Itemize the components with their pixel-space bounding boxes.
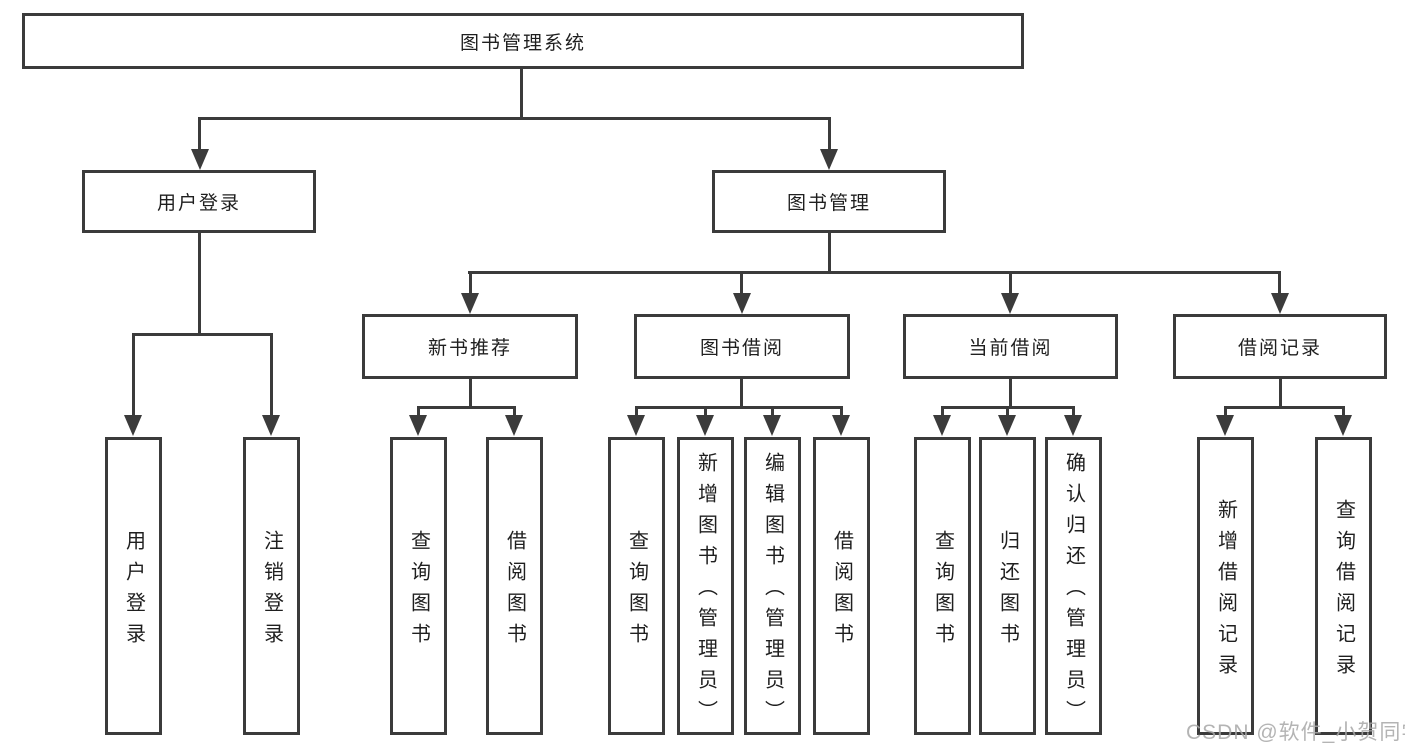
connector-userlogin-rail — [132, 333, 273, 336]
arrowhead-to-leaf — [696, 415, 714, 436]
connector-root-to-bookmgmt — [828, 117, 831, 151]
connector-bookborrow-rail — [635, 406, 843, 409]
connector-stub — [1224, 406, 1227, 417]
connector-stub — [417, 406, 420, 417]
connector-userlogin-stem — [198, 233, 201, 335]
connector-to-leaf-logout — [270, 333, 273, 416]
arrowhead-to-leaf — [1216, 415, 1234, 436]
leaf-edit-books-admin: 编辑图书（管理员） — [744, 437, 801, 735]
arrowhead-to-bookmgmt — [820, 149, 838, 170]
leaf-label: 查询图书 — [625, 529, 648, 654]
connector-bookmgmt-stem — [828, 233, 831, 273]
connector-to-currentborrow — [1009, 271, 1012, 296]
node-user-login: 用户登录 — [82, 170, 316, 233]
connector-stub — [513, 406, 516, 417]
arrowhead-to-leaf — [1064, 415, 1082, 436]
connector-currentborrow-stem — [1009, 379, 1012, 408]
arrowhead-to-leaf — [627, 415, 645, 436]
node-borrowing-records: 借阅记录 — [1173, 314, 1387, 379]
node-label: 图书借阅 — [699, 338, 784, 359]
arrowhead-to-leaf — [505, 415, 523, 436]
connector-to-bookborrow — [740, 271, 743, 296]
connector-newbooks-rail — [417, 406, 516, 409]
leaf-label: 注销登录 — [260, 529, 283, 654]
leaf-borrow-books-borrowing: 借阅图书 — [813, 437, 870, 735]
connector-root-rail — [198, 117, 830, 120]
leaf-label: 确认归还（管理员） — [1062, 452, 1085, 731]
arrowhead-to-leaf — [763, 415, 781, 436]
connector-stub — [1072, 406, 1075, 417]
node-library-management-system: 图书管理系统 — [22, 13, 1024, 69]
leaf-label: 查询图书 — [931, 529, 954, 654]
arrowhead-to-newbooks — [461, 293, 479, 314]
arrowhead-to-leaf — [832, 415, 850, 436]
arrowhead-to-leaf-login — [124, 415, 142, 436]
node-label: 借阅记录 — [1237, 338, 1322, 359]
leaf-label: 借阅图书 — [830, 529, 853, 654]
arrowhead-to-userlogin — [191, 149, 209, 170]
arrowhead-to-leaf — [933, 415, 951, 436]
leaf-user-login: 用户登录 — [105, 437, 162, 735]
csdn-watermark: CSDN @软件_小贺同学 — [1186, 721, 1405, 744]
connector-root-stem — [520, 69, 523, 119]
node-label: 当前借阅 — [968, 338, 1053, 359]
connector-borrowrecords-stem — [1279, 379, 1282, 408]
leaf-add-books-admin: 新增图书（管理员） — [677, 437, 734, 735]
node-book-borrowing: 图书借阅 — [634, 314, 850, 379]
leaf-query-books-recommend: 查询图书 — [390, 437, 447, 735]
connector-root-to-userlogin — [198, 117, 201, 151]
node-label: 图书管理 — [786, 193, 871, 214]
leaf-logout: 注销登录 — [243, 437, 300, 735]
arrowhead-to-leaf — [998, 415, 1016, 436]
node-book-management: 图书管理 — [712, 170, 946, 233]
leaf-label: 编辑图书（管理员） — [761, 452, 784, 731]
node-current-borrowing: 当前借阅 — [903, 314, 1118, 379]
connector-stub — [771, 406, 774, 417]
leaf-return-books: 归还图书 — [979, 437, 1036, 735]
leaf-label: 查询借阅记录 — [1332, 498, 1355, 685]
connector-newbooks-stem — [469, 379, 472, 408]
leaf-label: 新增图书（管理员） — [694, 452, 717, 731]
arrowhead-to-leaf — [409, 415, 427, 436]
node-label: 图书管理系统 — [459, 32, 586, 54]
node-new-book-recommend: 新书推荐 — [362, 314, 578, 379]
connector-stub — [1006, 406, 1009, 417]
connector-borrowrecords-rail — [1224, 406, 1345, 409]
connector-to-leaf-login — [132, 333, 135, 416]
connector-bookmgmt-rail — [468, 271, 1281, 274]
arrowhead-to-leaf-logout — [262, 415, 280, 436]
connector-to-borrowrecords — [1278, 271, 1281, 296]
arrowhead-to-borrowrecords — [1271, 293, 1289, 314]
arrowhead-to-bookborrow — [733, 293, 751, 314]
connector-to-newbooks — [469, 271, 472, 296]
leaf-add-borrow-record: 新增借阅记录 — [1197, 437, 1254, 735]
leaf-label: 新增借阅记录 — [1214, 498, 1237, 685]
leaf-label: 用户登录 — [122, 529, 145, 654]
node-label: 用户登录 — [156, 193, 241, 214]
node-label: 新书推荐 — [427, 338, 512, 359]
connector-stub — [941, 406, 944, 417]
arrowhead-to-currentborrow — [1001, 293, 1019, 314]
leaf-label: 查询图书 — [407, 529, 430, 654]
leaf-confirm-return-admin: 确认归还（管理员） — [1045, 437, 1102, 735]
leaf-query-books-borrowing: 查询图书 — [608, 437, 665, 735]
connector-bookborrow-stem — [740, 379, 743, 408]
leaf-label: 归还图书 — [996, 529, 1019, 654]
connector-stub — [704, 406, 707, 417]
arrowhead-to-leaf — [1334, 415, 1352, 436]
connector-stub — [635, 406, 638, 417]
connector-stub — [840, 406, 843, 417]
leaf-query-borrow-record: 查询借阅记录 — [1315, 437, 1372, 735]
leaf-query-books-current: 查询图书 — [914, 437, 971, 735]
leaf-borrow-books-recommend: 借阅图书 — [486, 437, 543, 735]
connector-stub — [1342, 406, 1345, 417]
leaf-label: 借阅图书 — [503, 529, 526, 654]
